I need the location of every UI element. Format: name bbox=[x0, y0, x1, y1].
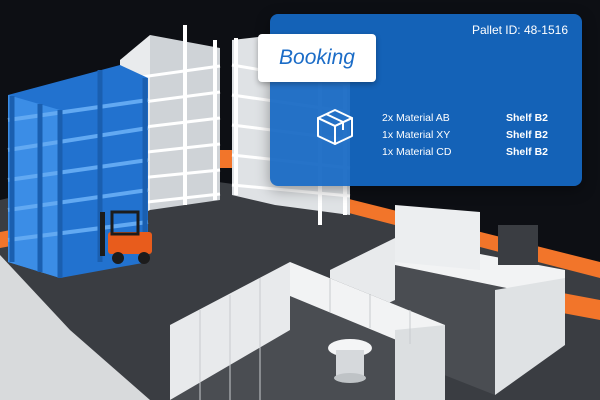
material-shelf: Shelf B2 bbox=[506, 129, 549, 141]
package-box-icon bbox=[317, 109, 353, 145]
material-shelf: Shelf B2 bbox=[506, 146, 549, 158]
forklift bbox=[100, 210, 152, 264]
material-name: 1x Material CD bbox=[382, 146, 452, 158]
office-enclosure-front bbox=[170, 262, 445, 400]
material-shelf: Shelf B2 bbox=[506, 112, 549, 124]
booking-title-tab[interactable]: Booking bbox=[258, 34, 376, 82]
round-table bbox=[328, 339, 372, 383]
materials-list: 2x Material AB Shelf B2 1x Material XY S… bbox=[382, 110, 572, 161]
material-row: 2x Material AB Shelf B2 bbox=[382, 110, 572, 127]
pallet-id-label: Pallet ID: 48-1516 bbox=[471, 23, 568, 37]
material-row: 1x Material CD Shelf B2 bbox=[382, 144, 572, 161]
material-name: 1x Material XY bbox=[382, 129, 451, 141]
material-name: 2x Material AB bbox=[382, 112, 450, 124]
material-row: 1x Material XY Shelf B2 bbox=[382, 127, 572, 144]
walkway-left bbox=[0, 255, 150, 400]
